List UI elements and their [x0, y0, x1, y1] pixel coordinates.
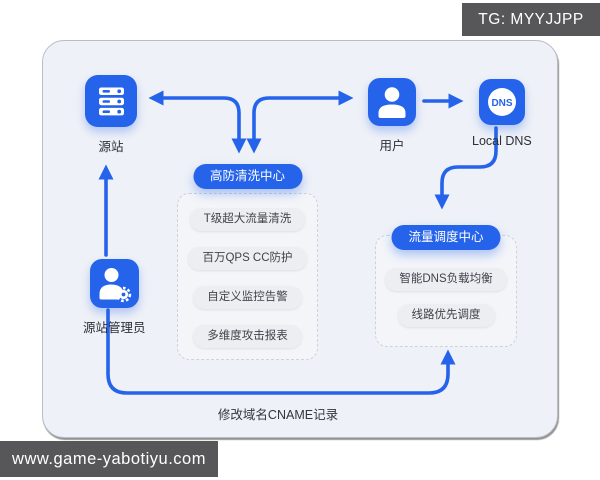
- scrubbing-item: 自定义监控告警: [193, 286, 302, 309]
- scrubbing-item: 百万QPS CC防护: [188, 247, 307, 270]
- dns-icon: DNS: [478, 79, 525, 125]
- dns-icon-text: DNS: [491, 98, 512, 109]
- scheduling-item: 线路优先调度: [397, 304, 495, 327]
- admin-gear-icon: [89, 259, 139, 308]
- node-user: 用户: [368, 78, 416, 154]
- server-icon: [85, 75, 137, 127]
- cname-edge-label: 修改域名CNAME记录: [217, 408, 339, 422]
- user-icon: [368, 78, 416, 126]
- node-origin-server: 源站: [85, 75, 137, 155]
- local-dns-label: Local DNS: [472, 134, 532, 148]
- scrubbing-item: 多维度攻击报表: [193, 325, 302, 348]
- scheduling-center-box: 流量调度中心 智能DNS负载均衡 线路优先调度: [375, 225, 517, 347]
- scrubbing-center-title: 高防清洗中心: [192, 164, 303, 189]
- telegram-watermark: TG: MYYJJPP: [462, 3, 600, 36]
- user-label: 用户: [379, 139, 405, 153]
- gear-glyph: [115, 286, 131, 303]
- scrubbing-center-box: 高防清洗中心 T级超大流量清洗 百万QPS CC防护 自定义监控告警 多维度攻击…: [177, 164, 318, 360]
- scrubbing-item: T级超大流量清洗: [189, 208, 306, 231]
- scheduling-item: 智能DNS负载均衡: [385, 268, 507, 291]
- scheduling-center-title: 流量调度中心: [391, 225, 501, 250]
- node-origin-admin: 源站管理员: [83, 259, 146, 336]
- admin-label: 源站管理员: [83, 321, 146, 335]
- origin-label: 源站: [98, 140, 124, 154]
- site-watermark: www.game-yabotiyu.com: [0, 441, 218, 477]
- node-local-dns: DNS Local DNS: [472, 79, 532, 148]
